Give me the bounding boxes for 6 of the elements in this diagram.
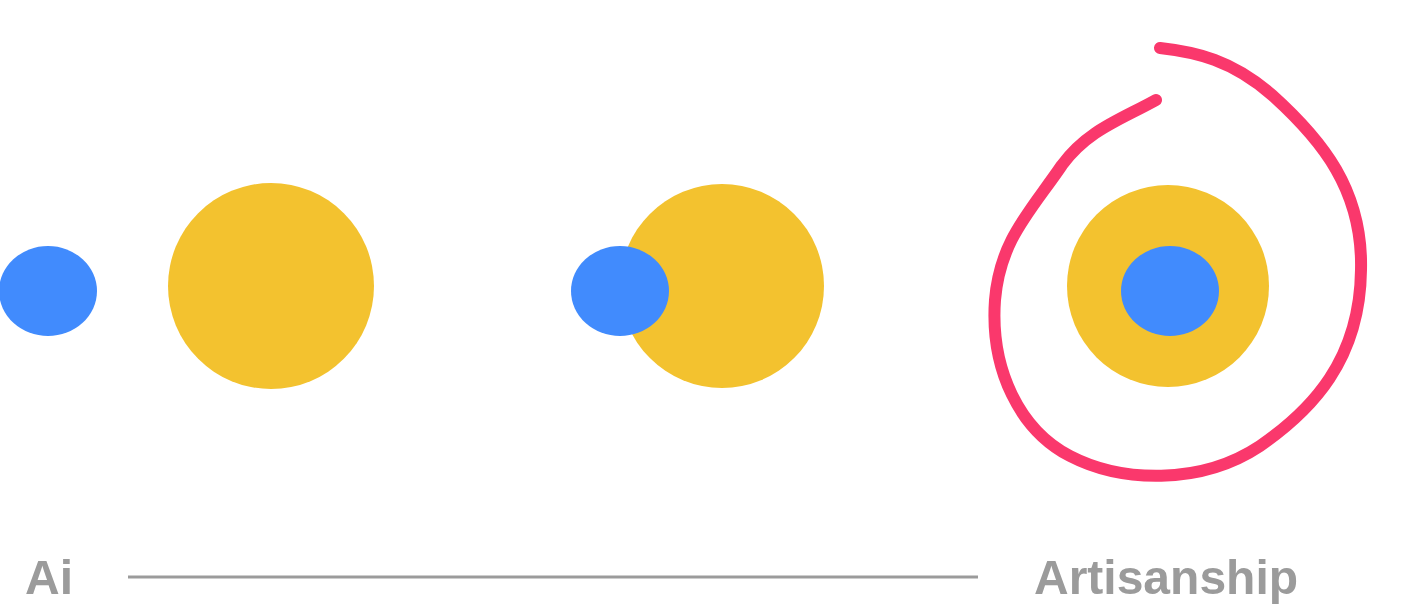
- scale-end-label: Artisanship: [1034, 554, 1299, 602]
- small-circle: [571, 246, 669, 336]
- small-circle: [1121, 246, 1219, 336]
- large-circle: [1067, 185, 1269, 387]
- large-circle: [168, 183, 374, 389]
- scale-end-label: Ai: [25, 554, 73, 602]
